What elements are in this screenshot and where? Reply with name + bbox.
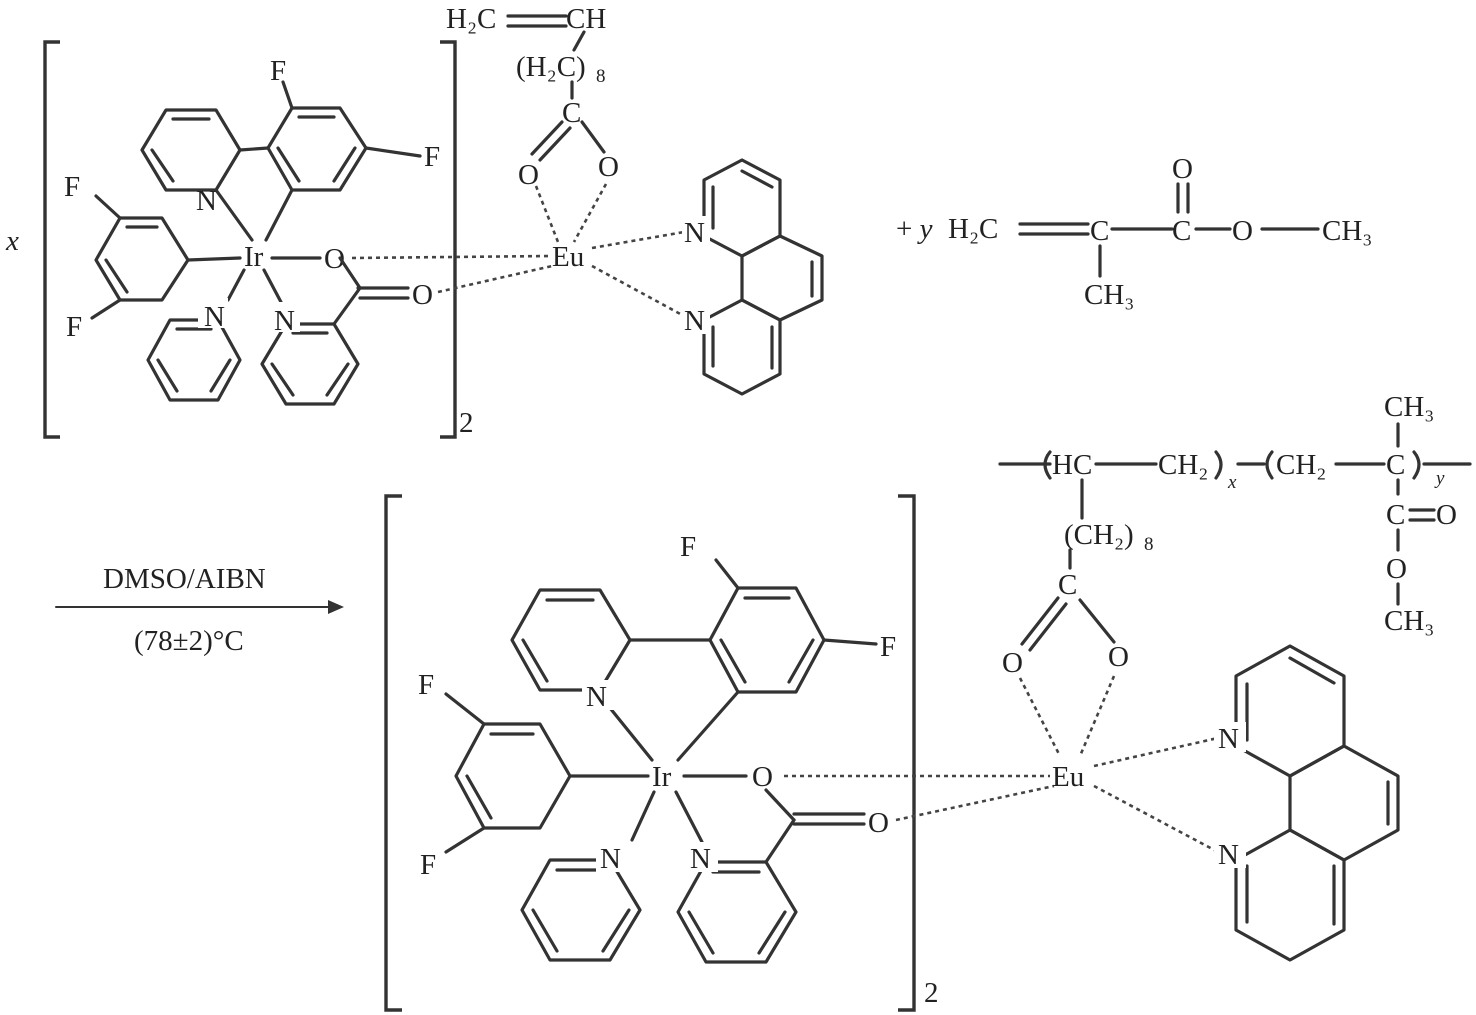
- left-bracket-bottom: [384, 494, 402, 1012]
- europium-label: Eu: [1052, 761, 1084, 793]
- side-ch3-top: CH₃: [1384, 391, 1434, 423]
- repeat-subscript-x: x: [1227, 472, 1237, 493]
- ester-carbonyl-oxygen: O: [1436, 499, 1457, 531]
- backbone-hc: HC: [1052, 449, 1092, 481]
- mma-carbonyl-carbon: C: [1172, 215, 1191, 247]
- carbon-label: C: [1058, 569, 1077, 601]
- bracket-subscript-bottom: 2: [924, 977, 939, 1009]
- fluorine-label: F: [64, 171, 80, 203]
- fluorine-label: F: [424, 141, 440, 173]
- oxygen-label: O: [868, 807, 889, 839]
- polymer-backbone: HC CH₂ x CH₂ C y CH₃ C O O CH₃: [998, 391, 1472, 637]
- difluorophenyl-ring-upper: [676, 558, 878, 762]
- backbone-ch2-b: CH₂: [1276, 449, 1326, 481]
- polymer-complex: 2 F F N Ir: [384, 391, 1472, 1012]
- chain-length-subscript: 8: [596, 66, 606, 87]
- phenanthroline-upper: [702, 158, 824, 396]
- pyridine-ring-lower-left: [146, 318, 242, 402]
- difluorophenyl-ring-left: [90, 194, 242, 320]
- difluorophenyl-ring-upper: [264, 80, 422, 242]
- bracket-subscript-top: 2: [459, 407, 474, 439]
- fluorine-label: F: [418, 669, 434, 701]
- phenanthroline-lower: [1234, 644, 1400, 962]
- reaction-arrow: DMSO/AIBN (78±2)°C: [55, 563, 344, 657]
- methyl-methacrylate: + y H₂C C C O O CH₃ CH₃: [896, 153, 1372, 311]
- right-bracket-bottom: [898, 494, 916, 1012]
- oxygen-label: O: [518, 159, 539, 191]
- arrow-head: [328, 600, 344, 614]
- nitrogen-label: N: [1218, 723, 1239, 755]
- ester-methyl: CH₃: [1384, 605, 1434, 637]
- mma-carbonyl-oxygen: O: [1172, 153, 1193, 185]
- left-bracket-top: [43, 40, 60, 439]
- vinyl-ch-label: CH: [566, 3, 606, 35]
- mma-alpha-carbon: C: [1090, 215, 1109, 247]
- nitrogen-label: N: [600, 843, 621, 875]
- backbone-ch2-a: CH₂: [1158, 449, 1208, 481]
- nitrogen-label: N: [684, 305, 705, 337]
- backbone-quaternary-c: C: [1386, 449, 1405, 481]
- mma-h2c-label: H₂C: [948, 213, 998, 245]
- europium-label: Eu: [552, 241, 584, 273]
- oxygen-label: O: [1002, 647, 1023, 679]
- carbon-label: C: [562, 97, 581, 129]
- mma-ester-oxygen: O: [1232, 215, 1253, 247]
- nitrogen-label: N: [684, 217, 705, 249]
- methylene-chain-label: (CH₂): [1064, 519, 1134, 551]
- mma-coefficient: + y: [896, 213, 933, 245]
- ester-carbon: C: [1386, 499, 1405, 531]
- pyridine-ring-upper: [140, 108, 270, 242]
- difluorophenyl-ring-left: [444, 692, 650, 854]
- picolinate-ring-upper: [260, 256, 410, 406]
- oxygen-label: O: [1108, 641, 1129, 673]
- fluorine-label: F: [680, 531, 696, 563]
- fluorine-label: F: [880, 631, 896, 663]
- coefficient-x: x: [5, 225, 19, 257]
- ester-oxygen: O: [1386, 553, 1407, 585]
- oxygen-label: O: [412, 279, 433, 311]
- chain-length-subscript: 8: [1144, 534, 1154, 555]
- arrow-reagents: DMSO/AIBN: [103, 563, 266, 595]
- oxygen-label: O: [752, 761, 773, 793]
- vinyl-ch2-label: H₂C: [446, 3, 496, 35]
- nitrogen-label: N: [1218, 839, 1239, 871]
- fluorine-label: F: [420, 849, 436, 881]
- nitrogen-label: N: [196, 185, 217, 217]
- nitrogen-label: N: [274, 305, 295, 337]
- oxygen-label: O: [598, 151, 619, 183]
- pyridine-ring-upper: [510, 588, 712, 762]
- mma-methoxy-ch3: CH₃: [1322, 215, 1372, 247]
- nitrogen-label: N: [690, 843, 711, 875]
- iridium-label: Ir: [652, 761, 672, 793]
- methylene-chain-label: (H₂C): [516, 51, 586, 83]
- nitrogen-label: N: [204, 301, 225, 333]
- nitrogen-label: N: [586, 681, 607, 713]
- picolinate-ring-lower: [676, 788, 866, 964]
- oxygen-label: O: [324, 243, 345, 275]
- monomer-complex: x 2 F F N Ir: [5, 3, 824, 439]
- mma-methyl-ch3: CH₃: [1084, 279, 1134, 311]
- repeat-subscript-y: y: [1434, 468, 1445, 489]
- right-bracket-top: [440, 40, 457, 439]
- iridium-label: Ir: [244, 241, 264, 273]
- fluorine-label: F: [270, 55, 286, 87]
- pyridine-ring-lower-left: [520, 858, 642, 962]
- arrow-conditions: (78±2)°C: [134, 625, 244, 657]
- fluorine-label: F: [66, 311, 82, 343]
